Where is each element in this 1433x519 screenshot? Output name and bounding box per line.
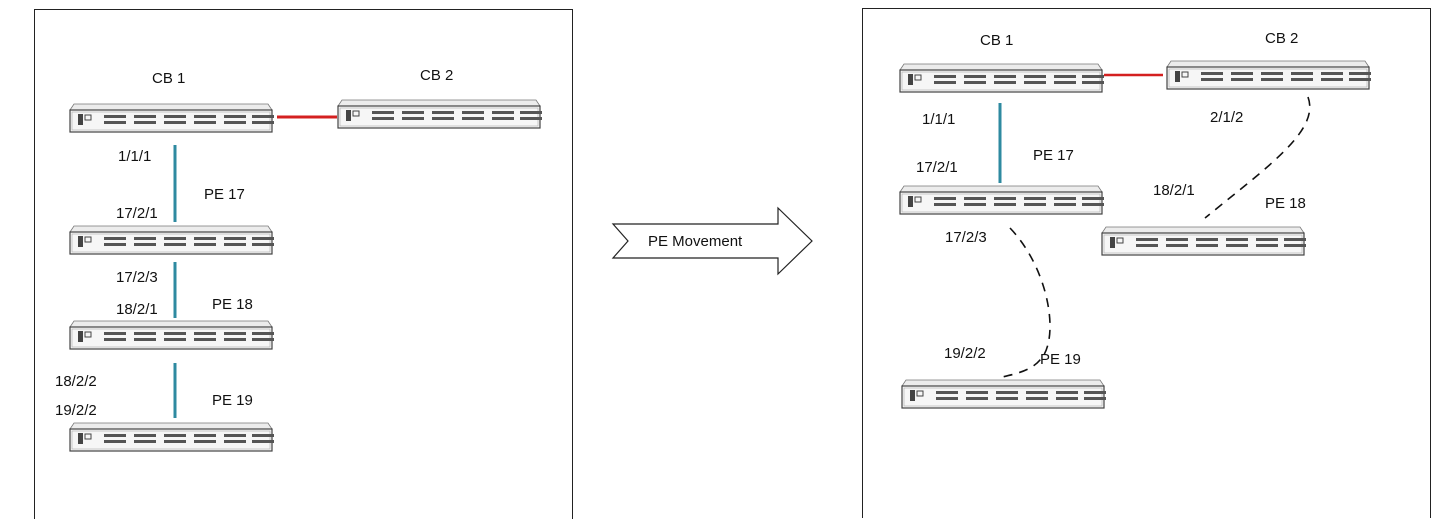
node-label-pe17-before: PE 17 <box>204 186 245 203</box>
switch-cb2-before <box>336 97 542 131</box>
switch-cb2-after <box>1165 58 1371 92</box>
switch-pe19-after <box>900 377 1106 411</box>
switch-pe18-after <box>1100 224 1306 258</box>
node-label-pe19-before: PE 19 <box>212 392 253 409</box>
port-label-17-2-3-after: 17/2/3 <box>945 229 987 246</box>
node-label-cb2-before: CB 2 <box>420 67 454 84</box>
port-label-18-2-1-after: 18/2/1 <box>1153 182 1195 199</box>
switch-pe18-before <box>68 318 274 352</box>
node-label-pe18-after: PE 18 <box>1265 195 1306 212</box>
switch-cb1-after <box>898 61 1104 95</box>
after-topology-panel <box>862 8 1431 518</box>
switch-pe17-after <box>898 183 1104 217</box>
node-label-pe18-before: PE 18 <box>212 296 253 313</box>
node-label-cb1-before: CB 1 <box>152 70 186 87</box>
node-label-cb2-after: CB 2 <box>1265 30 1299 47</box>
port-label-19-2-2-after: 19/2/2 <box>944 345 986 362</box>
port-label-17-2-3-before: 17/2/3 <box>116 269 158 286</box>
port-label-2-1-2-after: 2/1/2 <box>1210 109 1244 126</box>
dashed-link-pe17-pe19 <box>997 227 1051 379</box>
port-label-17-2-1-before: 17/2/1 <box>116 205 158 222</box>
port-label-18-2-2-before: 18/2/2 <box>55 373 97 390</box>
port-label-1-1-1-before: 1/1/1 <box>118 148 152 165</box>
port-label-1-1-1-after: 1/1/1 <box>922 111 956 128</box>
node-label-pe17-after: PE 17 <box>1033 147 1074 164</box>
port-label-18-2-1-before: 18/2/1 <box>116 301 158 318</box>
node-label-cb1-after: CB 1 <box>980 32 1014 49</box>
switch-pe17-before <box>68 223 274 257</box>
port-label-17-2-1-after: 17/2/1 <box>916 159 958 176</box>
arrow-label: PE Movement <box>648 233 743 250</box>
node-label-pe19-after: PE 19 <box>1040 351 1081 368</box>
before-topology-panel <box>34 9 573 519</box>
switch-cb1-before <box>68 101 274 135</box>
switch-pe19-before <box>68 420 274 454</box>
port-label-19-2-2-before: 19/2/2 <box>55 402 97 419</box>
